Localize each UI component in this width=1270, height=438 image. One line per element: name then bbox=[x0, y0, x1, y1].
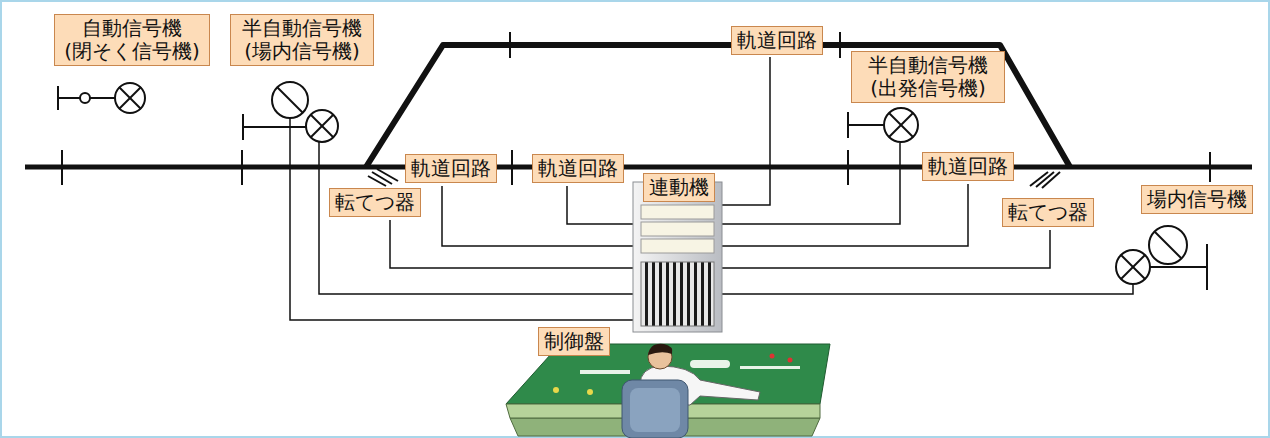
label-text: 自動信号機 (閉そく信号機) bbox=[60, 17, 204, 63]
label-box: 転てつ器 bbox=[1002, 198, 1094, 227]
label-box: 半自動信号機 (出発信号機) bbox=[851, 51, 1005, 103]
label-text: 軌道回路 bbox=[928, 155, 1008, 178]
label-text: 軌道回路 bbox=[411, 157, 491, 180]
label-text: 軌道回路 bbox=[737, 29, 817, 52]
label-box: 自動信号機 (閉そく信号機) bbox=[54, 14, 210, 66]
label-text: 連動機 bbox=[649, 176, 709, 199]
label-text: 制御盤 bbox=[544, 330, 604, 353]
label-text: 半自動信号機 (場内信号機) bbox=[236, 17, 368, 63]
label-text: 軌道回路 bbox=[538, 157, 618, 180]
label-text: 半自動信号機 (出発信号機) bbox=[857, 54, 999, 100]
label-box: 場内信号機 bbox=[1141, 185, 1253, 214]
label-text: 転てつ器 bbox=[1008, 201, 1088, 224]
label-box: 軌道回路 bbox=[731, 26, 823, 55]
label-box: 軌道回路 bbox=[922, 152, 1014, 181]
label-box: 制御盤 bbox=[538, 327, 610, 356]
operator bbox=[622, 344, 760, 438]
label-box: 軌道回路 bbox=[532, 154, 624, 183]
label-box: 半自動信号機 (場内信号機) bbox=[230, 14, 374, 66]
label-text: 転てつ器 bbox=[335, 191, 415, 214]
interlocking-cabinet bbox=[633, 182, 722, 332]
label-box: 軌道回路 bbox=[405, 154, 497, 183]
label-box: 転てつ器 bbox=[329, 188, 421, 217]
control-desk bbox=[506, 344, 830, 436]
label-box: 連動機 bbox=[643, 173, 715, 202]
label-text: 場内信号機 bbox=[1147, 188, 1247, 211]
